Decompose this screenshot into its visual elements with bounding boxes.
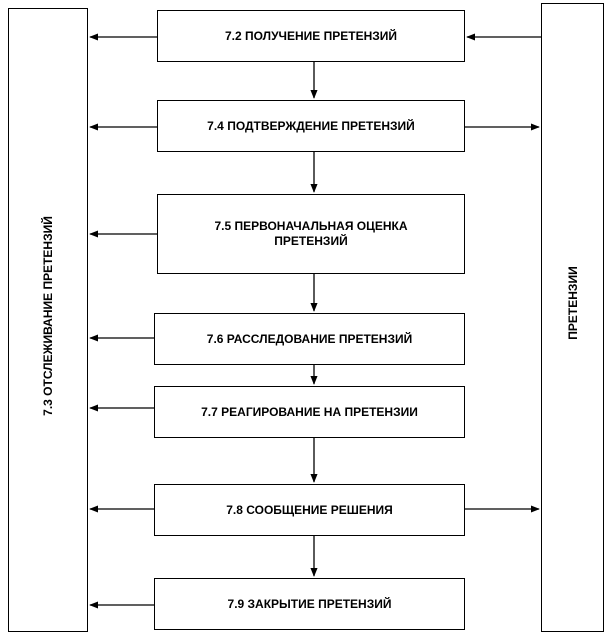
step-label: 7.7 РЕАГИРОВАНИЕ НА ПРЕТЕНЗИИ <box>201 404 418 419</box>
step-label: 7.4 ПОДТВЕРЖДЕНИЕ ПРЕТЕНЗИЙ <box>207 118 415 133</box>
step-receive-claims: 7.2 ПОЛУЧЕНИЕ ПРЕТЕНЗИЙ <box>157 10 465 62</box>
step-initial-assessment: 7.5 ПЕРВОНАЧАЛЬНАЯ ОЦЕНКА ПРЕТЕНЗИЙ <box>157 194 465 274</box>
step-response: 7.7 РЕАГИРОВАНИЕ НА ПРЕТЕНЗИИ <box>154 386 465 438</box>
claims-panel <box>541 3 604 632</box>
step-confirm-claims: 7.4 ПОДТВЕРЖДЕНИЕ ПРЕТЕНЗИЙ <box>157 100 465 152</box>
tracking-panel <box>8 8 88 632</box>
step-label: 7.9 ЗАКРЫТИЕ ПРЕТЕНЗИЙ <box>227 596 392 611</box>
step-investigation: 7.6 РАССЛЕДОВАНИЕ ПРЕТЕНЗИЙ <box>154 313 465 365</box>
step-label: 7.2 ПОЛУЧЕНИЕ ПРЕТЕНЗИЙ <box>224 28 398 43</box>
step-close-claims: 7.9 ЗАКРЫТИЕ ПРЕТЕНЗИЙ <box>154 578 465 630</box>
step-label: 7.8 СООБЩЕНИЕ РЕШЕНИЯ <box>226 502 393 517</box>
step-label: 7.6 РАССЛЕДОВАНИЕ ПРЕТЕНЗИЙ <box>206 331 413 346</box>
step-communicate-decision: 7.8 СООБЩЕНИЕ РЕШЕНИЯ <box>154 484 465 536</box>
step-label: 7.5 ПЕРВОНАЧАЛЬНАЯ ОЦЕНКА ПРЕТЕНЗИЙ <box>214 219 408 248</box>
